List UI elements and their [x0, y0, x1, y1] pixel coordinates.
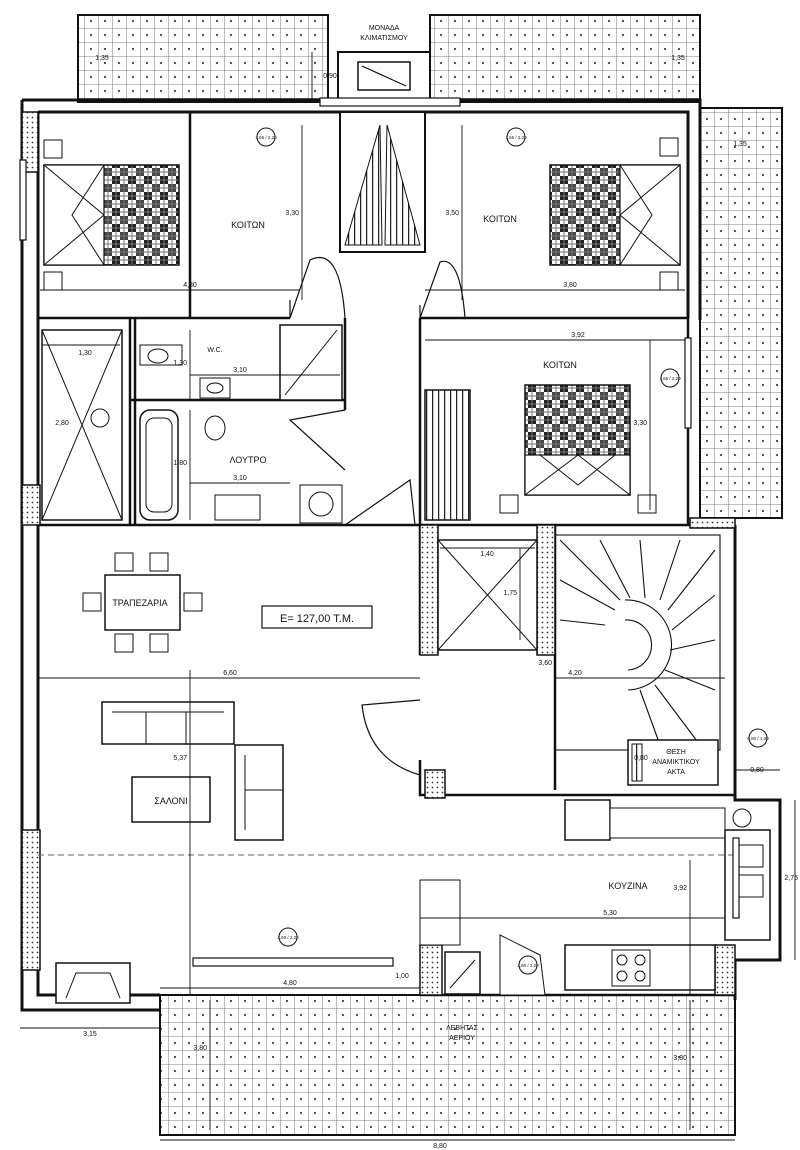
wardrobe-center [339, 111, 426, 253]
room-label-wc: W.C. [207, 347, 222, 354]
dim-shaft-width: 1,30 [78, 350, 92, 357]
dim-bedroom-2-height: 3,50 [445, 210, 459, 217]
room-label-dining: ΤΡΑΠΕΖΑΡΙΑ [112, 598, 167, 608]
dim-small-right: 0,80 [750, 767, 764, 774]
dim-balcony-top-right: 1,35 [671, 55, 685, 62]
dim-bedroom-2-width: 3,80 [563, 282, 577, 289]
heater-label-3: ΑΚΤΑ [667, 769, 685, 776]
total-area: E= 127,00 T.M. [261, 605, 373, 629]
dim-kitchen-height: 3,92 [673, 885, 687, 892]
dim-left: 3,15 [83, 1031, 97, 1038]
dim-balcony-south-height-right: 3,80 [673, 1055, 687, 1062]
dim-shaft-height: 2,80 [55, 420, 69, 427]
bed-2 [549, 137, 681, 291]
dim-balcony-right: 1,35 [733, 141, 747, 148]
ac-unit-label-2: ΚΛΙΜΑΤΙΣΜΟΥ [360, 35, 408, 42]
dim-bath-height: 1,80 [173, 460, 187, 467]
balcony-bottom [159, 994, 736, 1136]
room-label-bedroom-1: ΚΟΙΤΩΝ [231, 220, 265, 230]
total-area-label: E= 127,00 T.M. [280, 613, 354, 625]
room-label-bedroom-2: ΚΟΙΤΩΝ [483, 214, 517, 224]
window-tag-5: 2,60 / 2,20 [517, 963, 539, 968]
balcony-right [699, 107, 783, 519]
dim-stair-height: 3,60 [538, 660, 552, 667]
boiler-label-1: ΛΕΒΗΤΑΣ [446, 1025, 478, 1032]
window-tag-6: 0,80 / 1,00 [747, 736, 769, 741]
dim-kitchen-width: 5,30 [603, 910, 617, 917]
window-tag-1: 1,65 / 2,20 [255, 135, 277, 140]
window-tags [90, 127, 768, 975]
dimension-lines [20, 52, 796, 1141]
dim-living-width: 6,60 [223, 670, 237, 677]
dim-wc-height: 1,30 [173, 360, 187, 367]
dim-lightwell-width: 1,40 [480, 551, 494, 558]
room-label-bedroom-3: ΚΟΙΤΩΝ [543, 360, 577, 370]
dim-stair-width: 4,20 [568, 670, 582, 677]
fireplace [55, 962, 131, 1004]
entrance-door [361, 699, 421, 776]
ac-unit-label-1: ΜΟΝΑΔΑ [369, 25, 400, 32]
room-label-living: ΣΑΛΟΝΙ [154, 796, 187, 806]
dim-bedroom-1-width: 4,80 [183, 282, 197, 289]
wardrobe-bedroom-3 [424, 389, 471, 521]
heater-label-1: ΘΕΣΗ [666, 749, 686, 756]
dim-living-height: 5,37 [173, 755, 187, 762]
heater-label-2: ΑΝΑΜΙΚΤΙΚΟΥ [652, 759, 700, 766]
dim-bedroom-3-width: 3,92 [571, 332, 585, 339]
window-tag-4: 2,60 / 2,20 [277, 935, 299, 940]
window-tag-2: 1,65 / 2,20 [505, 135, 527, 140]
gas-boiler: ΛΕΒΗΤΑΣ ΑΕΡΙΟΥ [444, 951, 481, 1042]
dim-wc-width: 3,10 [233, 367, 247, 374]
shaft-left [41, 329, 123, 521]
dim-balcony-south-width: 8,80 [433, 1143, 447, 1150]
bed-1 [43, 139, 180, 291]
boiler-label-2: ΑΕΡΙΟΥ [449, 1035, 475, 1042]
light-well [437, 539, 538, 651]
dim-heater: 0,80 [634, 755, 648, 762]
dim-lightwell-height: 1,75 [503, 590, 517, 597]
dining-table [82, 552, 203, 653]
doors-bath [288, 409, 416, 526]
dim-right: 2,75 [784, 875, 798, 882]
dim-bedroom-1-height: 3,30 [285, 210, 299, 217]
wall-hatch [21, 111, 736, 996]
dim-bedroom-3-height: 3,30 [633, 420, 647, 427]
dim-balcony-south-height-left: 3,80 [193, 1045, 207, 1052]
dim-balcony-width: 4,80 [283, 980, 297, 987]
wc-room [139, 324, 343, 401]
balcony-top-right [429, 14, 701, 103]
dim-gas: 1,00 [395, 973, 409, 980]
ac-unit: ΜΟΝΑΔΑ ΚΛΙΜΑΤΙΣΜΟΥ [337, 25, 431, 103]
window-tag-3: 1,65 / 2,20 [659, 376, 681, 381]
bathroom-fixtures [139, 409, 343, 524]
staircase [554, 534, 721, 751]
dim-ac-unit: 0,90 [323, 73, 337, 80]
bed-3 [499, 384, 657, 514]
water-heater: ΘΕΣΗ ΑΝΑΜΙΚΤΙΚΟΥ ΑΚΤΑ [627, 739, 719, 786]
room-label-bathroom: ΛΟΥΤΡΟ [229, 455, 266, 465]
dim-bath-width: 3,10 [233, 475, 247, 482]
dim-balcony-top-left: 1,35 [95, 55, 109, 62]
kitchen-counters [419, 799, 771, 996]
windows [19, 97, 740, 967]
doors-top [289, 256, 466, 319]
room-label-kitchen: ΚΟΥΖΙΝΑ [609, 881, 648, 891]
balcony-top-left [77, 14, 329, 103]
living-furniture [101, 701, 284, 841]
